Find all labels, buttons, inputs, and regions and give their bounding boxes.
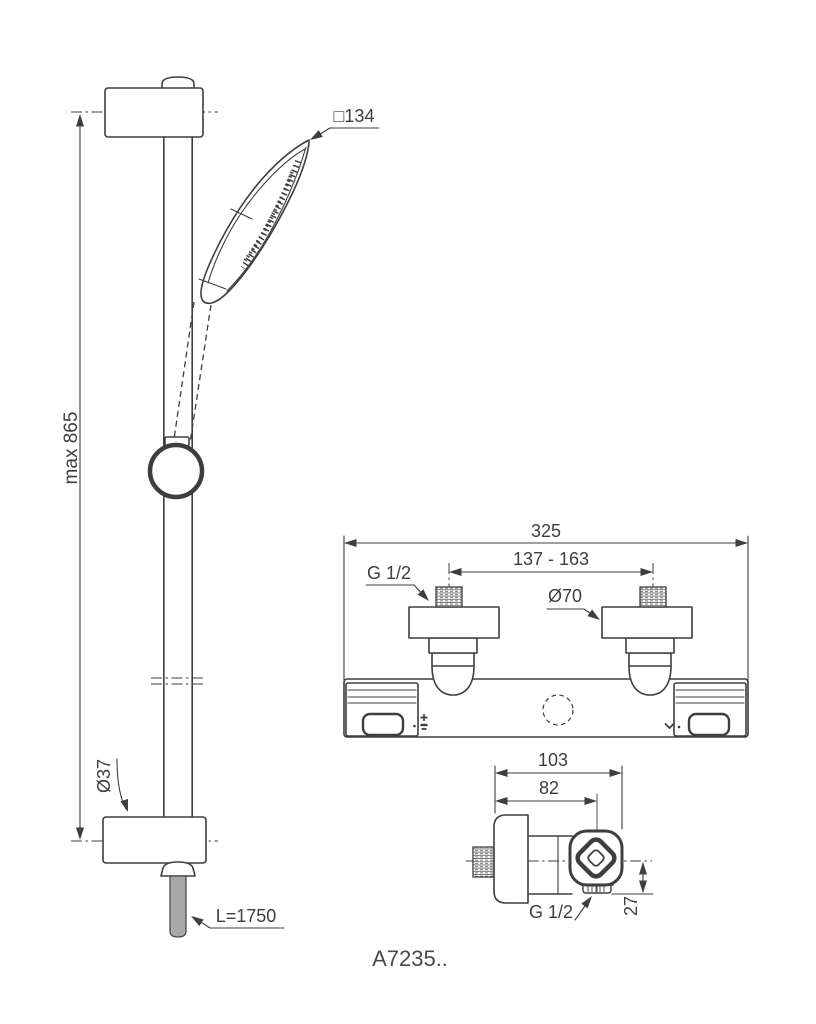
height-label: max 865: [61, 412, 82, 485]
left-escutcheon: [408, 606, 500, 639]
hose-length-label: L=1750: [216, 906, 277, 926]
right-inlet-connector: [601, 586, 693, 696]
right-neck: [628, 652, 672, 667]
outlet-thread-texture: [587, 886, 605, 892]
shower-rail-assembly-view: max 865: [61, 76, 380, 938]
mixer-front-view: 325 137 - 163 G 1/2 Ø70: [343, 521, 749, 738]
head-size-dimension: □134: [307, 106, 380, 144]
flow-handle: [345, 682, 419, 737]
escutcheon-diameter-callout: Ø70: [546, 586, 603, 624]
slider-holder: [147, 436, 205, 500]
flange-body: [493, 814, 529, 904]
slider-knob: [147, 442, 205, 500]
right-neck-upper: [625, 637, 675, 654]
right-thread-stub: [639, 586, 667, 608]
bottom-bracket: [71, 816, 218, 864]
head-size-label: □134: [334, 106, 375, 126]
left-inlet-connector: [408, 586, 500, 696]
outlet-drop-dimension: 27: [611, 862, 654, 916]
head-section-line: [198, 278, 227, 290]
top-bracket: [71, 76, 218, 138]
product-code: A7235..: [372, 946, 448, 971]
escutcheon-diameter-label: Ø70: [548, 586, 582, 606]
valve-body: [527, 835, 573, 895]
right-escutcheon: [601, 606, 693, 639]
temperature-handle-grip: [687, 712, 731, 737]
spray-nozzle-texture: [242, 171, 294, 264]
bracket-diameter-label: Ø37: [94, 759, 114, 793]
left-thread-stub: [435, 586, 463, 608]
hose-tube: [169, 875, 187, 938]
body-depth-label: 82: [539, 778, 559, 798]
outlet-thread-callout: G 1/2: [529, 893, 596, 922]
bottom-bracket-body: [102, 816, 207, 864]
inlet-thread-label: G 1/2: [367, 563, 411, 583]
top-bracket-knob: [161, 76, 195, 88]
bracket-diameter-dimension: Ø37: [94, 758, 132, 814]
hand-shower-outline: [200, 139, 310, 305]
hose-length-dimension: L=1750: [188, 906, 285, 929]
head-section-line: [230, 208, 253, 220]
valve-face-center: [587, 849, 605, 867]
valve-face: [568, 829, 624, 887]
index-dot: [413, 724, 416, 728]
outlet-thread-label: G 1/2: [529, 902, 573, 922]
hand-shower: [172, 139, 310, 447]
outlet-dashed-circle: [542, 694, 574, 726]
bottom-outlet: [580, 884, 614, 894]
outlet-drop-label: 27: [621, 896, 641, 916]
flow-handle-grip: [361, 712, 405, 737]
flow-minus-icon: [413, 723, 428, 730]
temperature-handle: [673, 682, 747, 737]
shower-hose: [160, 861, 196, 938]
top-bracket-body: [104, 87, 204, 138]
inlet-thread-callout: G 1/2: [365, 563, 432, 604]
hose-nut: [160, 861, 196, 877]
height-dimension: max 865: [61, 114, 84, 840]
inlet-spacing-label: 137 - 163: [513, 549, 589, 569]
wall-flange: [472, 814, 529, 904]
overall-depth-dimension: 103: [494, 750, 623, 830]
overall-depth-label: 103: [538, 750, 568, 770]
overall-width-dimension: 325: [343, 521, 749, 682]
overall-width-label: 325: [531, 521, 561, 541]
mixer-side-view: 103 82: [466, 750, 654, 922]
flow-plus-icon: [420, 714, 428, 721]
left-neck-upper: [428, 637, 478, 654]
left-neck: [431, 652, 475, 667]
temp-arrow-icon: [664, 722, 681, 730]
side-thread-stub: [472, 846, 495, 878]
index-dot: [677, 725, 681, 729]
rail-break-mark: [151, 677, 204, 685]
